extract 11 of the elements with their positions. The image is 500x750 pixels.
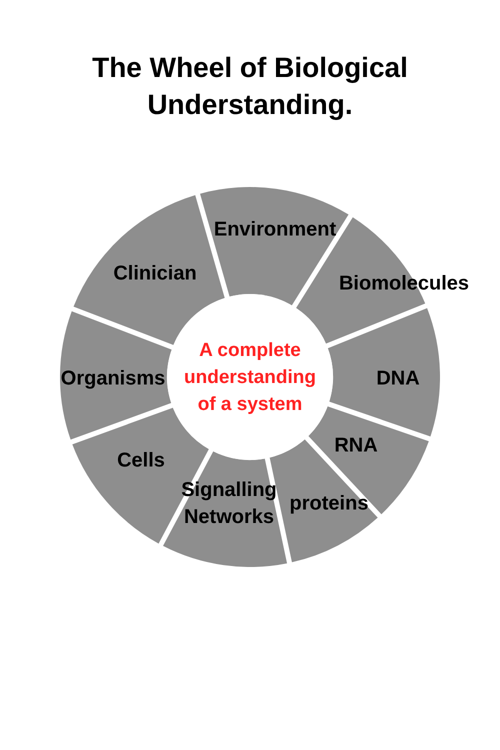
segment-label: Organisms xyxy=(60,366,166,392)
wheel-segment xyxy=(59,311,172,440)
wheel-segment xyxy=(327,308,440,437)
segment-label: DNA xyxy=(376,366,420,392)
segment-label: Clinician xyxy=(113,262,197,286)
segment-label: RNA xyxy=(334,434,378,458)
diagram-title: The Wheel of Biological Understanding. xyxy=(91,51,409,122)
segment-label: Cells xyxy=(117,448,165,474)
segment-label: Environment xyxy=(214,218,336,242)
center-text: A complete understanding of a system xyxy=(183,338,317,416)
segment-label: proteins xyxy=(290,492,368,516)
